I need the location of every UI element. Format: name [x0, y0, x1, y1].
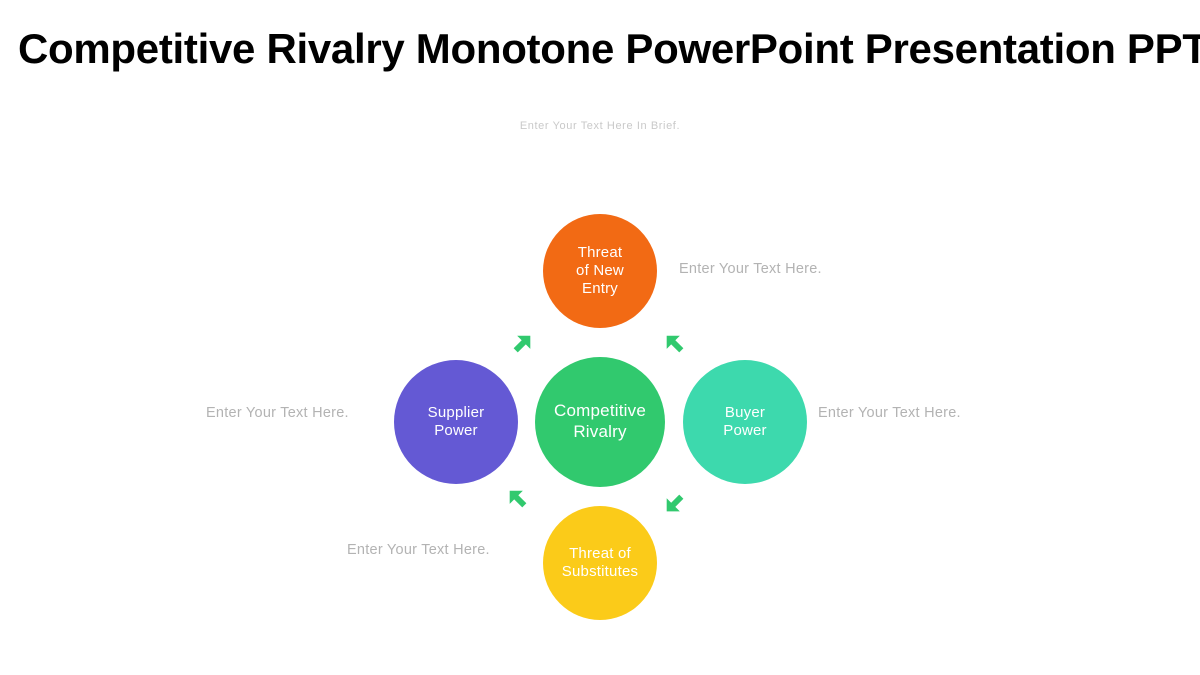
node-threat-of-substitutes[interactable]: Threat of Substitutes	[543, 506, 657, 620]
arrow-up-right-icon	[505, 331, 535, 361]
page-title: Competitive Rivalry Monotone PowerPoint …	[18, 25, 1200, 72]
node-supplier-power[interactable]: Supplier Power	[394, 360, 518, 484]
arrow-up-left-icon	[662, 331, 692, 361]
arrow-up-left-icon	[505, 486, 535, 516]
node-label-threat-of-new-entry: Threat of New Entry	[576, 243, 624, 298]
five-forces-diagram: Threat of New Entry Supplier Power Compe…	[0, 150, 1200, 650]
caption-buyer-power[interactable]: Enter Your Text Here.	[818, 405, 961, 421]
caption-threat-of-substitutes[interactable]: Enter Your Text Here.	[347, 542, 490, 558]
node-label-buyer-power: Buyer Power	[723, 403, 767, 439]
node-label-threat-of-substitutes: Threat of Substitutes	[561, 544, 639, 580]
caption-supplier-power[interactable]: Enter Your Text Here.	[206, 405, 349, 421]
node-label-supplier-power: Supplier Power	[427, 403, 485, 439]
node-competitive-rivalry[interactable]: Competitive Rivalry	[535, 357, 665, 487]
slide-subtitle: Enter Your Text Here In Brief.	[519, 120, 681, 132]
arrow-down-left-icon	[662, 486, 692, 516]
node-label-competitive-rivalry: Competitive Rivalry	[554, 401, 646, 441]
node-threat-of-new-entry[interactable]: Threat of New Entry	[543, 214, 657, 328]
node-buyer-power[interactable]: Buyer Power	[683, 360, 807, 484]
caption-threat-of-new-entry[interactable]: Enter Your Text Here.	[679, 261, 822, 277]
